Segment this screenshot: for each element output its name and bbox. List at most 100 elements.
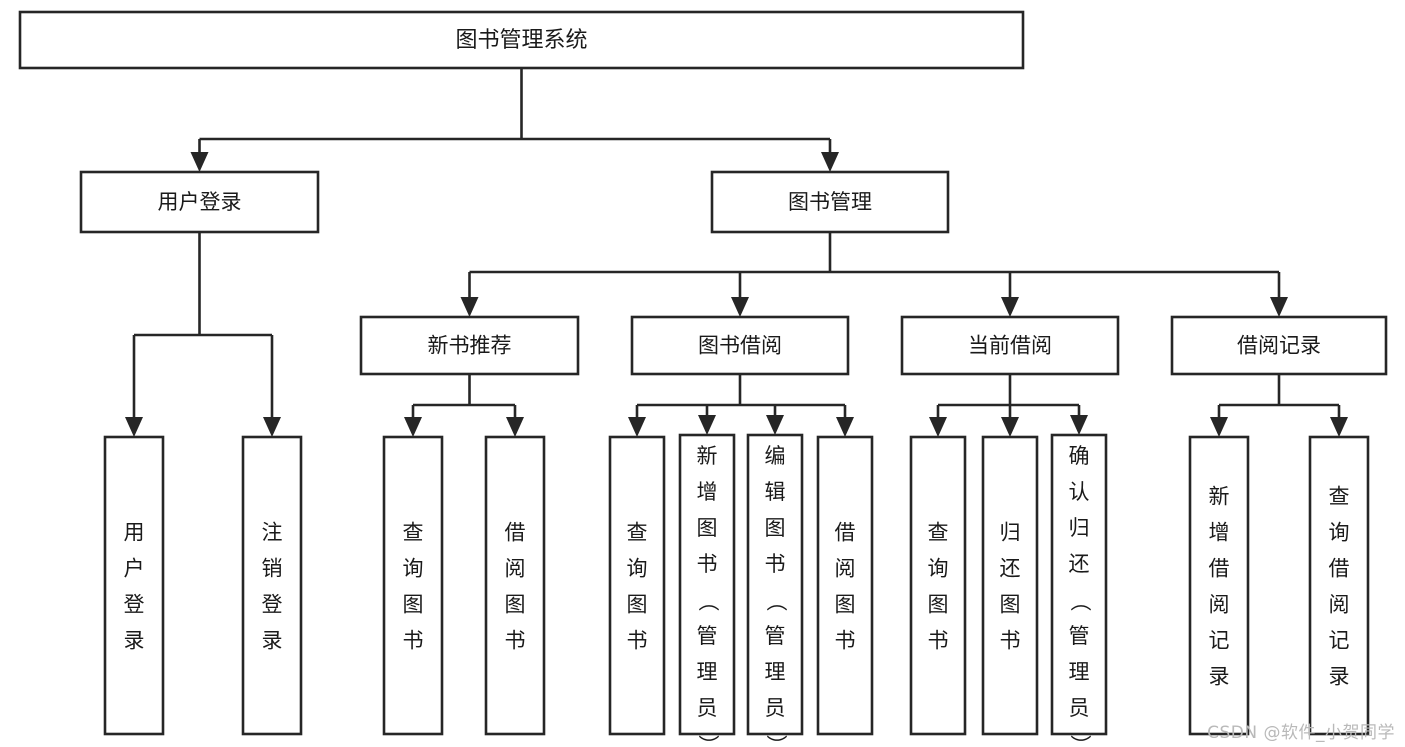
node-book-management-box bbox=[710, 170, 950, 234]
node-current-borrow[interactable]: 当前借阅 bbox=[900, 315, 1120, 376]
node-book-borrow[interactable]: 图书借阅 bbox=[630, 315, 850, 376]
node-leaf-borrow-book-rec-box bbox=[484, 435, 546, 736]
node-book-borrow-box bbox=[630, 315, 850, 376]
csdn-watermark: CSDN @软件_小贺同学 bbox=[1207, 723, 1395, 743]
node-leaf-return-book-box bbox=[981, 435, 1039, 736]
node-leaf-logout-label-char: 注 bbox=[262, 521, 283, 545]
node-leaf-add-book-label-char: 理 bbox=[697, 660, 718, 684]
node-leaf-edit-book-label-char: ） bbox=[764, 735, 788, 747]
node-leaf-borrow-book-label-char: 借 bbox=[835, 521, 856, 545]
node-leaf-add-book-label-char: 员 bbox=[697, 696, 718, 720]
node-leaf-add-record-label-char: 录 bbox=[1209, 665, 1230, 689]
node-leaf-query-book-borrow-label-char: 询 bbox=[627, 557, 648, 581]
arrowhead bbox=[731, 297, 749, 317]
node-leaf-edit-book-label-char: 编 bbox=[765, 444, 786, 468]
node-leaf-add-book-label-char: 增 bbox=[697, 480, 718, 504]
arrowhead bbox=[460, 297, 479, 317]
node-root-label: 图书管理系统 bbox=[455, 28, 587, 53]
node-current-borrow-label: 当前借阅 bbox=[968, 334, 1052, 358]
node-leaf-return-book-label-char: 还 bbox=[1000, 557, 1021, 581]
node-leaf-borrow-book-label-char: 图 bbox=[835, 593, 856, 617]
node-leaf-user-login-label-char: 用 bbox=[124, 521, 145, 545]
node-leaf-query-record-label-char: 记 bbox=[1329, 629, 1350, 653]
node-leaf-query-record-box bbox=[1308, 435, 1370, 736]
node-leaf-query-record-label-char: 查 bbox=[1329, 485, 1350, 509]
node-leaf-borrow-book-label-char: 阅 bbox=[835, 557, 856, 581]
node-leaf-add-book-label-char: ） bbox=[696, 735, 720, 747]
node-leaf-query-book-cur-box bbox=[909, 435, 967, 736]
node-leaf-confirm-return-label-char: ） bbox=[1068, 735, 1092, 747]
arrowhead bbox=[1270, 297, 1288, 317]
node-leaf-user-login-label-char: 录 bbox=[124, 629, 145, 653]
node-user-login-label: 用户登录 bbox=[158, 190, 242, 214]
node-leaf-confirm-return-label-char: 确 bbox=[1069, 444, 1090, 468]
node-leaf-borrow-book-rec-label-char: 书 bbox=[505, 629, 526, 653]
node-leaf-borrow-book-box bbox=[816, 435, 874, 736]
node-leaf-add-book-label-char: 新 bbox=[697, 444, 718, 468]
node-root-box bbox=[18, 10, 1025, 70]
node-new-book-recommend-box bbox=[359, 315, 580, 376]
node-leaf-return-book-label-char: 图 bbox=[1000, 593, 1021, 617]
node-leaf-edit-book-label-char: 管 bbox=[765, 624, 786, 648]
node-user-login-box bbox=[79, 170, 320, 234]
node-leaf-query-book-cur-label-char: 图 bbox=[928, 593, 949, 617]
node-borrow-record[interactable]: 借阅记录 bbox=[1170, 315, 1388, 376]
node-leaf-query-book-cur-label-char: 书 bbox=[928, 629, 949, 653]
node-leaf-edit-book-label-char: 图 bbox=[765, 516, 786, 540]
node-leaf-add-book-label-char: 管 bbox=[697, 624, 718, 648]
arrowhead bbox=[506, 417, 524, 437]
node-new-book-recommend[interactable]: 新书推荐 bbox=[359, 315, 580, 376]
node-leaf-add-record-label-char: 借 bbox=[1209, 557, 1230, 581]
node-leaf-confirm-return-label-char: 还 bbox=[1069, 552, 1090, 576]
node-leaf-query-book-borrow-box bbox=[608, 435, 666, 736]
node-leaf-user-login[interactable]: 用户登录 bbox=[103, 435, 165, 736]
arrowhead bbox=[836, 417, 854, 437]
node-book-management-label: 图书管理 bbox=[788, 190, 872, 214]
node-user-login[interactable]: 用户登录 bbox=[79, 170, 320, 234]
arrowhead bbox=[1001, 417, 1019, 437]
arrowhead bbox=[1001, 297, 1019, 317]
node-leaf-query-book-rec-label-char: 询 bbox=[403, 557, 424, 581]
node-borrow-record-label: 借阅记录 bbox=[1237, 334, 1321, 358]
node-leaf-query-book-cur-label-char: 查 bbox=[928, 521, 949, 545]
node-leaf-borrow-book-rec-label-char: 借 bbox=[505, 521, 526, 545]
node-leaf-add-record-label-char: 记 bbox=[1209, 629, 1230, 653]
arrowhead bbox=[125, 417, 143, 437]
node-leaf-query-book-rec-label-char: 图 bbox=[403, 593, 424, 617]
arrowhead bbox=[190, 152, 209, 172]
node-book-borrow-label: 图书借阅 bbox=[698, 334, 782, 358]
node-leaf-edit-book-label-char: （ bbox=[764, 591, 788, 612]
node-leaf-edit-book-label-char: 书 bbox=[765, 552, 786, 576]
node-leaf-return-book-label-char: 书 bbox=[1000, 629, 1021, 653]
node-leaf-edit-book-label-char: 辑 bbox=[765, 480, 786, 504]
node-leaf-query-record-label-char: 录 bbox=[1329, 665, 1350, 689]
node-leaf-confirm-return-box bbox=[1050, 433, 1108, 736]
node-leaf-confirm-return-label-char: （ bbox=[1068, 591, 1092, 612]
node-book-management[interactable]: 图书管理 bbox=[710, 170, 950, 234]
connector-edges bbox=[125, 68, 1348, 437]
node-leaf-query-record-label-char: 阅 bbox=[1329, 593, 1350, 617]
arrowhead bbox=[1330, 417, 1348, 437]
node-leaf-logout-label-char: 录 bbox=[262, 629, 283, 653]
node-leaf-query-book-cur-label-char: 询 bbox=[928, 557, 949, 581]
node-leaf-borrow-book-label-char: 书 bbox=[835, 629, 856, 653]
node-root[interactable]: 图书管理系统 bbox=[18, 10, 1025, 70]
node-leaf-edit-book-box bbox=[746, 433, 804, 736]
arrowhead bbox=[1070, 415, 1088, 435]
node-leaf-query-book-borrow-label-char: 查 bbox=[627, 521, 648, 545]
node-leaf-add-book-box bbox=[678, 433, 736, 736]
